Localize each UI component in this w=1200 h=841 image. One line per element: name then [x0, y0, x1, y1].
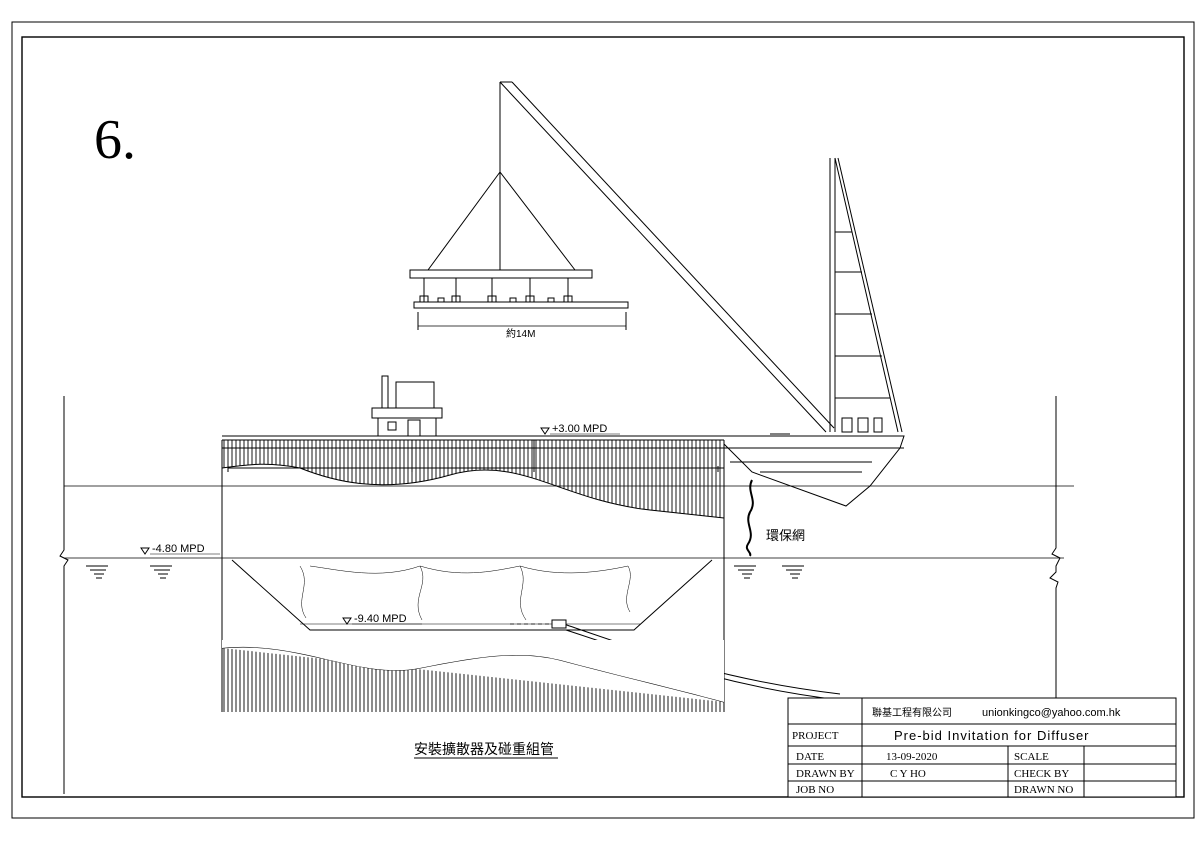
top-deck-level-label: +3.00 MPD [552, 423, 607, 435]
seabed-level-label: -4.80 MPD [152, 543, 205, 555]
water-levels [59, 396, 1074, 794]
lower-pile-top-line [221, 646, 725, 703]
job-no-label: JOB NO [796, 784, 834, 796]
project-label: PROJECT [792, 730, 839, 742]
drawn-by-value: C Y HO [890, 768, 926, 780]
date-value: 13-09-2020 [886, 751, 938, 763]
level-markers [140, 427, 620, 625]
beam-length-label: 約14M [506, 327, 535, 340]
silt-curtain-label: 環保網 [766, 528, 805, 543]
dredge-level-label: -9.40 MPD [354, 613, 407, 625]
company-email: unionkingco@yahoo.com.hk [982, 707, 1121, 719]
seabed-symbols [86, 565, 804, 579]
project-value: Pre-bid Invitation for Diffuser [894, 728, 1090, 743]
title-block [787, 697, 1177, 798]
check-by-label: CHECK BY [1014, 768, 1069, 780]
drawn-no-label: DRAWN NO [1014, 784, 1073, 796]
drawn-by-label: DRAWN BY [796, 768, 855, 780]
silt-curtain-icon [745, 479, 754, 557]
sheet-number: 6. [94, 109, 136, 171]
company-name: 聯基工程有限公司 [872, 706, 952, 719]
sheet-border [11, 21, 1195, 819]
date-label: DATE [796, 751, 824, 763]
wheelhouse [371, 375, 443, 439]
lifting-beam-assembly [409, 171, 629, 330]
dredged-trench [231, 559, 713, 631]
crane-jib [499, 81, 835, 433]
drawing-caption: 安裝擴散器及碰重組管 [414, 741, 554, 757]
lower-pile-mask [222, 640, 724, 702]
upper-sheet-piles [223, 440, 724, 518]
scale-label: SCALE [1014, 751, 1049, 763]
a-frame-gantry [829, 157, 903, 433]
